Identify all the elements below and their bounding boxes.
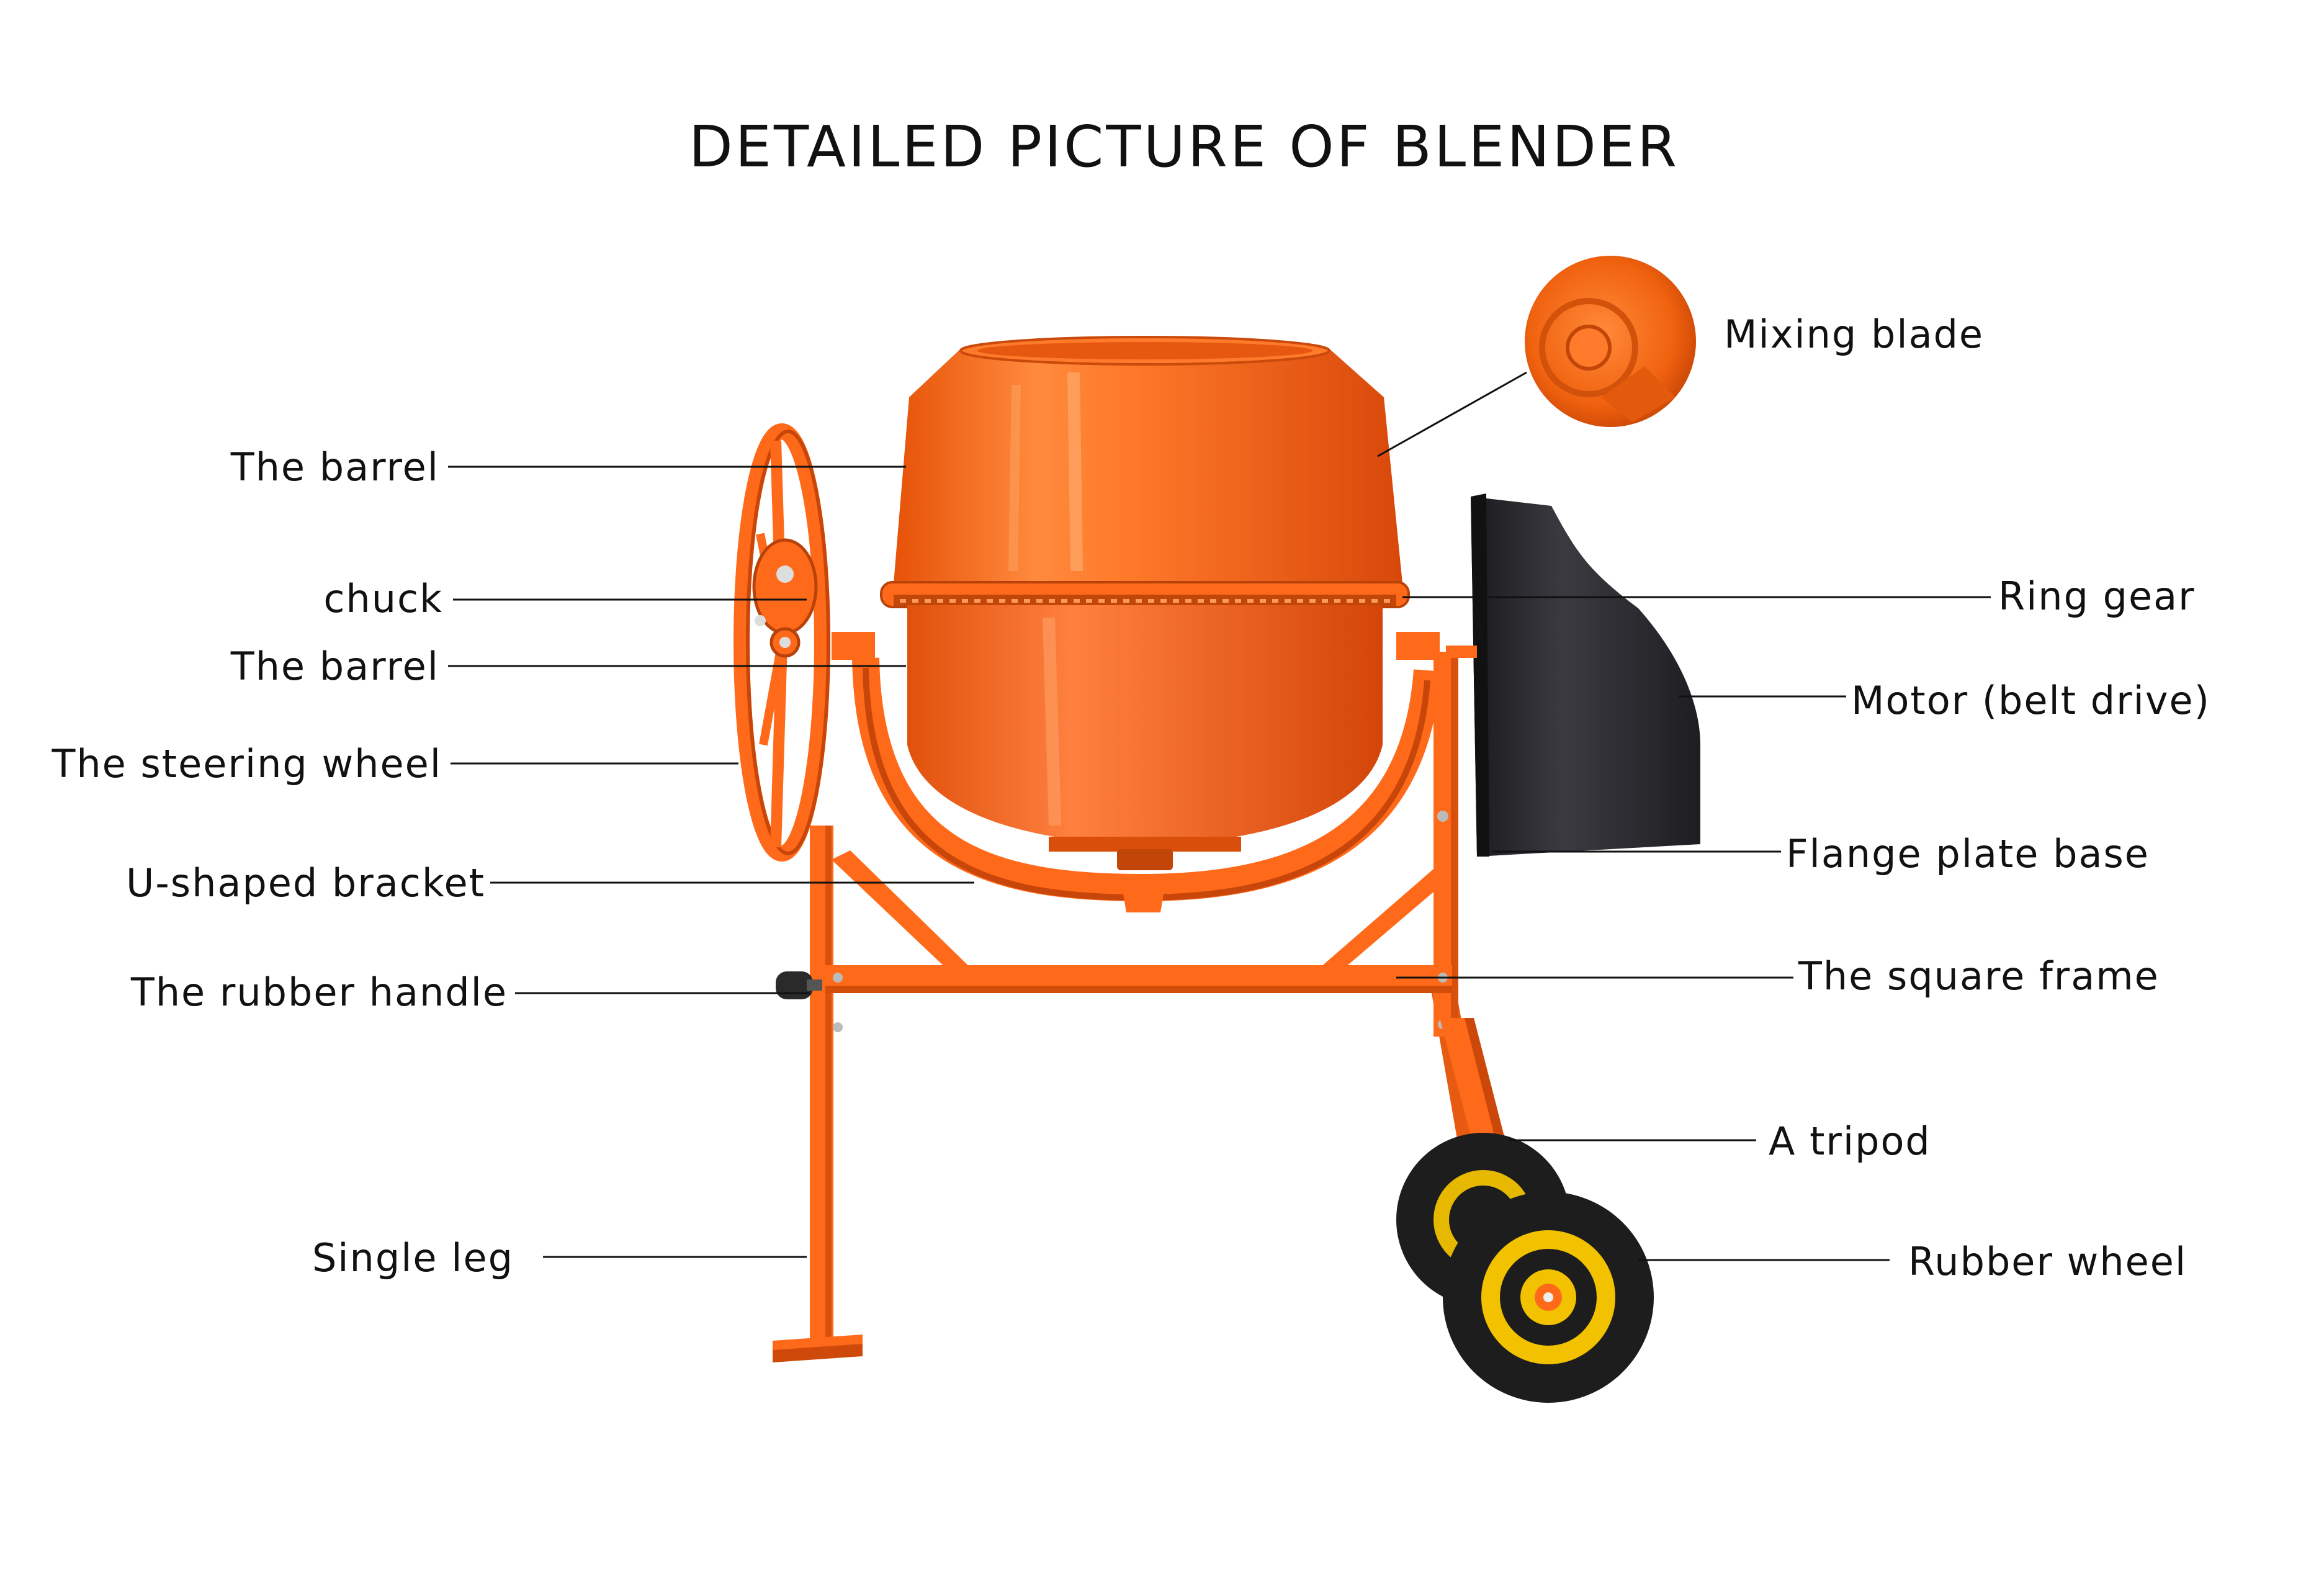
single-leg — [773, 826, 863, 1362]
label-u-bracket: U-shaped bracket — [126, 860, 485, 906]
labels: The barrel chuck The barrel The steering… — [51, 312, 2210, 1284]
motor-housing — [1437, 493, 1700, 857]
label-rubber-handle: The rubber handle — [130, 970, 508, 1015]
left-bearing — [832, 632, 875, 660]
steering-wheel — [734, 423, 830, 862]
page-title: DETAILED PICTURE OF BLENDER — [689, 114, 1679, 180]
chuck — [752, 538, 818, 658]
mixing-blade-inset — [1525, 256, 1696, 427]
u-shaped-bracket — [852, 657, 1441, 912]
label-flange: Flange plate base — [1786, 831, 2150, 876]
label-rubber-wheel: Rubber wheel — [1908, 1239, 2187, 1284]
label-chuck: chuck — [323, 576, 443, 621]
label-mixing-blade: Mixing blade — [1724, 312, 1984, 357]
label-motor: Motor (belt drive) — [1851, 678, 2210, 723]
label-steering-wheel: The steering wheel — [51, 741, 442, 786]
label-barrel-mid: The barrel — [230, 644, 439, 689]
square-frame — [825, 850, 1452, 1032]
ring-gear — [880, 581, 1410, 608]
label-tripod: A tripod — [1769, 1119, 1931, 1164]
label-ring-gear: Ring gear — [1998, 574, 2196, 619]
label-barrel-top: The barrel — [230, 444, 439, 490]
mixer-illustration — [734, 336, 1700, 1403]
label-square-frame: The square frame — [1798, 953, 2160, 999]
barrel — [880, 336, 1410, 870]
flange-plate-base — [1049, 837, 1241, 870]
right-bearing — [1396, 632, 1440, 660]
rubber-wheel-front — [1443, 1192, 1654, 1403]
label-single-leg: Single leg — [312, 1235, 514, 1281]
leader-lines — [448, 371, 1991, 1261]
